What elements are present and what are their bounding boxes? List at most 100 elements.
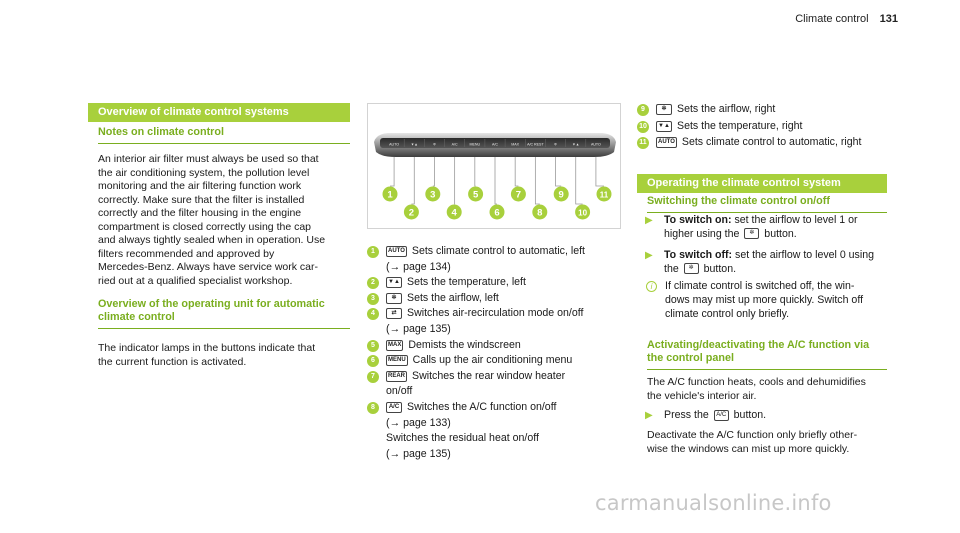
callout-circle (425, 186, 441, 202)
button-symbol-icon: ✲ (386, 292, 402, 304)
callout-leader-line (411, 157, 415, 205)
operating-banner: Operating the climate control system (637, 174, 887, 193)
callout-number: 5 (367, 339, 379, 352)
notes-line: monitoring and the air filtering functio… (98, 180, 302, 192)
panel-button-label: ✲ (554, 143, 558, 147)
info-note: i If climate control is switched off, th… (637, 280, 887, 321)
callout-circle (596, 186, 612, 202)
section-banner: Overview of climate control systems (88, 103, 350, 122)
button-symbol-icon: ▼▲ (386, 277, 402, 289)
notes-line: the air conditioning system, the polluti… (98, 166, 310, 179)
callout-label: 7 (516, 189, 521, 200)
callout-label: 6 (494, 207, 499, 218)
legend-text: Sets the airflow, left (407, 291, 499, 304)
callout-label: 3 (430, 189, 435, 200)
legend-text: Switches the A/C function on/off (407, 400, 557, 413)
callout-circle (489, 204, 505, 220)
callout-circle (532, 204, 548, 220)
callout-leader-line (390, 157, 395, 187)
press-text-2: button. (733, 409, 767, 421)
notes-line: compartment is closed correctly using th… (98, 220, 312, 233)
callout-label: 11 (600, 190, 609, 199)
legend-text: Calls up the air conditioning menu (412, 354, 573, 367)
switch-off-text-2: the (664, 262, 679, 275)
callout-circle (575, 204, 591, 220)
callout-label: 10 (578, 208, 587, 217)
legend-text-continued: (→ page 135) (386, 322, 451, 335)
legend-list-right: 9✲Sets the airflow, right 10 ▼▲ Sets the te… (637, 103, 887, 153)
button-symbol-icon: ⇄ (386, 308, 402, 320)
notes-line: and always tightly sealed when in operat… (98, 234, 326, 246)
overview-paragraph: The indicator lamps in the buttons indic… (98, 342, 358, 369)
callout-label: 9 (559, 189, 564, 200)
callout-number: 8 (367, 401, 379, 414)
callout-number: 4 (367, 308, 379, 321)
notes-line: filters recommended and approved by (98, 247, 275, 260)
switch-on-text-3: button. (764, 227, 797, 240)
callout-number: 3 (367, 292, 379, 305)
overview-heading-line: climate control (98, 311, 175, 323)
step-arrow-icon: ▶ (645, 410, 653, 421)
notes-line: ried out at a qualified specialist works… (98, 274, 293, 287)
panel-button-label: AUTO (591, 143, 601, 147)
ac-line: The A/C function heats, cools and dehumi… (647, 376, 866, 388)
legend-item: 10 ▼▲ Sets the temperature, right (637, 120, 887, 134)
info-icon: i (646, 281, 657, 293)
fan-button-icon: ✲ (744, 228, 760, 240)
panel-button-label: MENU (470, 143, 481, 147)
switch-off-text: set the airflow to level 0 using (735, 249, 874, 262)
callout-number: 9 (637, 104, 649, 116)
callout-circle (382, 186, 398, 202)
deactivate-line: wise the windows can mist up more quickl… (647, 442, 850, 455)
switch-on-text: set the airflow to level 1 or (734, 214, 858, 226)
callout-number: 2 (367, 277, 379, 290)
info-text: If climate control is switched off, the … (665, 280, 863, 321)
callout-label: 5 (473, 189, 479, 200)
callout-leader-line (514, 157, 519, 187)
panel-button-label: MAX (511, 143, 519, 147)
callout-label: 1 (387, 189, 393, 200)
notes-line: correctly and the filter housing in the … (98, 207, 302, 219)
notes-line: An interior air filter must always be us… (98, 153, 319, 165)
legend-item: 5 MAX Demists the windscreen (367, 339, 627, 353)
callout-circle (553, 186, 569, 202)
button-symbol-icon: ▼▲ (656, 120, 672, 132)
info-line: If climate control is switched off, the … (665, 280, 855, 293)
callout-label: 8 (537, 207, 542, 218)
step-arrow-icon: ▶ (645, 215, 653, 226)
callout-circle (446, 204, 462, 220)
callout-number: 10 (637, 120, 649, 133)
button-symbol-icon: A/C (386, 401, 402, 413)
callout-circle (403, 204, 419, 220)
callout-number: 6 (367, 355, 379, 368)
legend-text: Demists the windscreen (408, 338, 521, 351)
ac-heading-line: the control panel (647, 352, 734, 364)
running-header: Climate control 131 (795, 13, 898, 27)
callout-leader-line (534, 157, 540, 205)
panel-button-label: A/C REST (527, 143, 544, 147)
legend-text: Sets the temperature, right (677, 119, 803, 132)
legend-text-continued: on/off (386, 385, 413, 398)
legend-text: Switches the rear window heater (412, 369, 566, 382)
callout-number: 1 (367, 246, 379, 258)
legend-text: Switches air-recirculation mode on/off (407, 307, 584, 320)
panel-button-label: ▼▲ (572, 143, 579, 147)
callout-leaders (390, 157, 604, 205)
switching-heading: Switching the climate control on/off (647, 195, 887, 213)
watermark: carmanualsonline.info (595, 491, 832, 515)
switch-off-step: ▶ To switch off: set the airflow to leve… (637, 249, 887, 276)
notes-line: correctly. Make sure that the filter is … (98, 193, 305, 206)
legend-text-continued: (→ page 134) (386, 260, 451, 273)
page-number: 131 (879, 13, 898, 25)
switch-on-label: To switch on: (664, 214, 732, 226)
ac-line: the vehicle's interior air. (647, 389, 757, 402)
legend-item: 9✲Sets the airflow, right (637, 103, 887, 117)
button-symbol-icon: MAX (386, 339, 404, 351)
fan-button-icon: ✲ (683, 263, 699, 275)
switch-on-step: ▶ To switch on: set the airflow to level… (637, 214, 887, 241)
switch-on-text-2: higher using the (664, 227, 740, 240)
step-arrow-icon: ▶ (645, 250, 653, 262)
ac-paragraph: The A/C function heats, cools and dehumi… (647, 376, 892, 403)
